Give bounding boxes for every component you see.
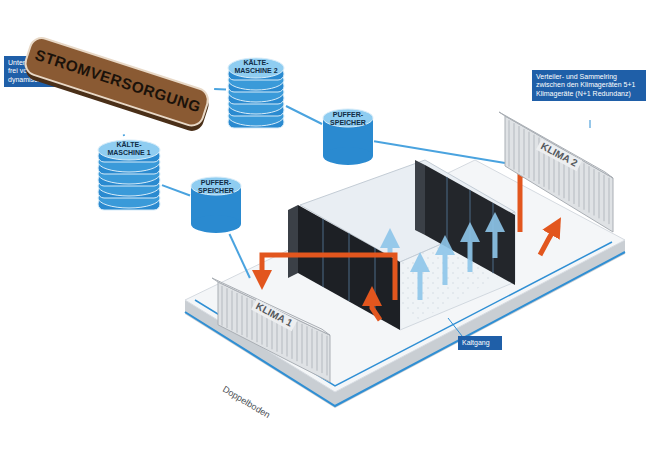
node-label: Verteiler- und Sammelring zwischen den K… (536, 73, 642, 98)
cold-aisle-tag: Kaltgang (458, 336, 502, 350)
rack-row (298, 205, 400, 330)
rack-row (425, 165, 515, 285)
klima-outline (218, 278, 330, 382)
rack-side (415, 160, 425, 235)
node-label: PUFFER- SPEICHER (326, 111, 370, 128)
node-label: Kaltgang (462, 339, 498, 347)
pipe-line (123, 134, 125, 136)
air-conditioner: KLIMA 1 (218, 278, 330, 382)
klima-outline (505, 112, 613, 232)
leader-line (448, 318, 462, 336)
floor-label: Doppelboden (221, 384, 272, 420)
node-label: PUFFER- SPEICHER (194, 179, 238, 196)
pipe-line (286, 106, 322, 124)
node-label: KÄLTE- MASCHINE 1 (103, 141, 155, 158)
chiller-stack: KÄLTE- MASCHINE 1 (96, 136, 162, 210)
cold-air-arrows (390, 222, 495, 300)
pipe-line (162, 185, 190, 195)
buffer-tank: PUFFER- SPEICHER (190, 176, 242, 234)
pipe-line (229, 234, 249, 278)
pipe-line (374, 141, 505, 163)
buffer-tank: PUFFER- SPEICHER (322, 108, 374, 166)
hot-air-arrows (262, 175, 598, 320)
rack-side (288, 205, 298, 278)
air-conditioner: KLIMA 2 (505, 112, 613, 232)
ring-note: Verteiler- und Sammelring zwischen den K… (532, 70, 646, 101)
power-supply-slab: STROMVERSORGUNG (20, 34, 214, 135)
chiller-stack: KÄLTE- MASCHINE 2 (226, 54, 286, 128)
node-label: KÄLTE- MASCHINE 2 (233, 59, 279, 76)
leader-line (590, 120, 591, 128)
pipe-line (214, 88, 226, 91)
